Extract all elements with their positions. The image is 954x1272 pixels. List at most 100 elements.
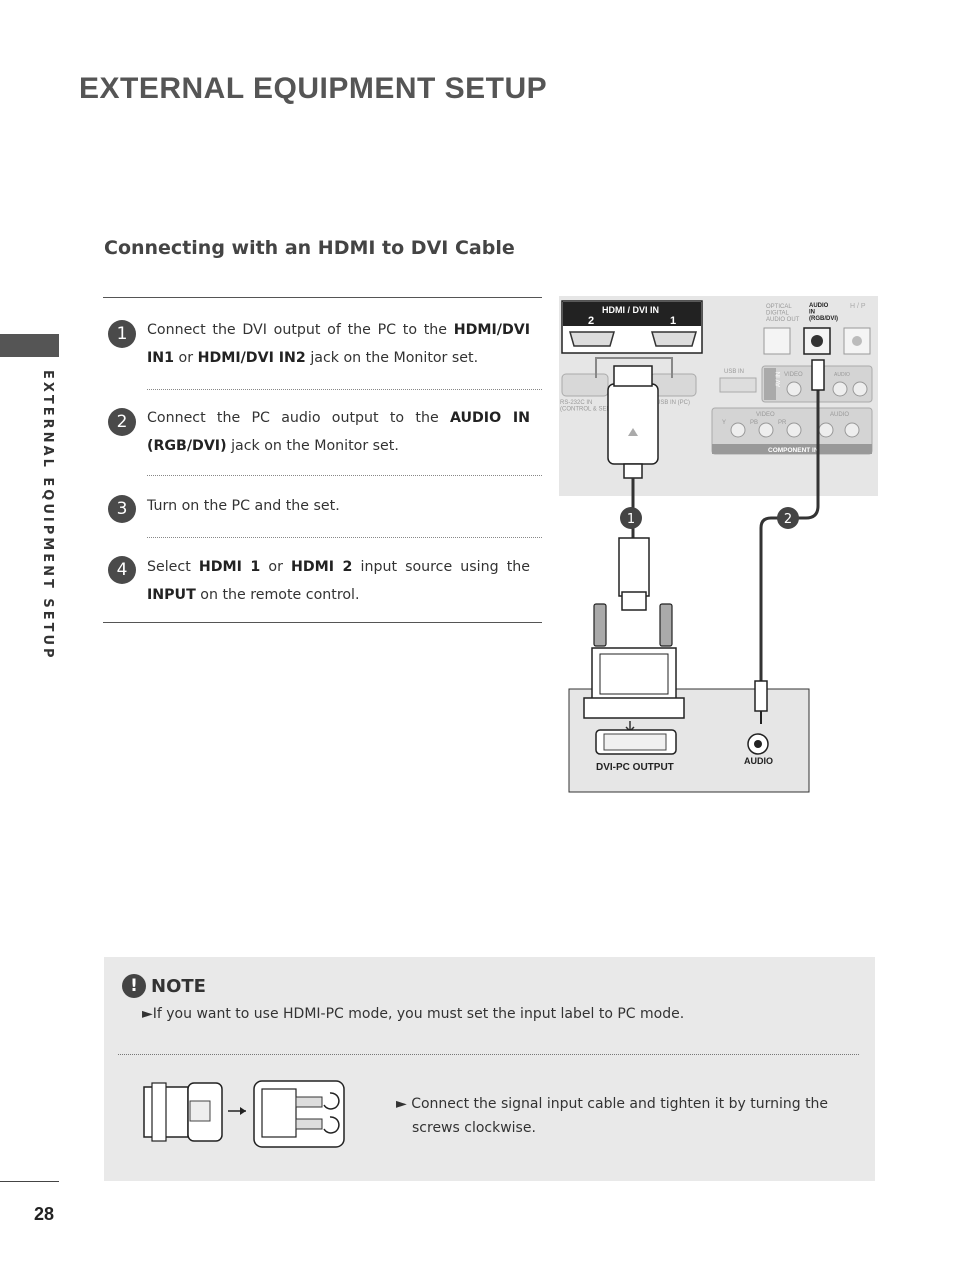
component-video-label: VIDEO <box>756 412 775 418</box>
component-pb-label: PB <box>750 420 758 426</box>
hdmi-plug-arrow <box>628 428 638 436</box>
optical-audio-jack <box>763 327 791 355</box>
step-4-text: Select HDMI 1 or HDMI 2 input source usi… <box>147 553 530 609</box>
note-text-1: ►If you want to use HDMI-PC mode, you mu… <box>142 1006 685 1022</box>
step-keyword: HDMI/DVI IN1 <box>147 322 530 366</box>
rs232c-label: RS-232C IN(CONTROL & SERVICE) <box>560 400 627 413</box>
hdmi-plug-tip <box>613 365 653 387</box>
av-video-jack <box>786 381 802 397</box>
component-pr-label: PR <box>778 420 787 426</box>
audio-plug-top <box>811 359 825 391</box>
step-keyword: HDMI/DVI IN2 <box>197 350 306 366</box>
av-audio-l-jack <box>832 381 848 397</box>
side-tab-marker <box>0 334 59 357</box>
component-y-label: Y <box>722 420 726 426</box>
step-keyword: AUDIO IN (RGB/DVI) <box>147 410 530 454</box>
headphone-jack <box>843 327 871 355</box>
exclamation-icon: ! <box>122 974 146 998</box>
step-text-span: or <box>174 350 198 366</box>
step-text-span: Connect the PC audio output to the <box>147 410 450 426</box>
callout-2-number: 2 <box>784 512 792 527</box>
steps-list: 1 Connect the DVI output of the PC to th… <box>103 297 542 623</box>
step-keyword: INPUT <box>147 587 196 603</box>
audio-in-socket <box>811 335 823 347</box>
step-text-span: input source using the <box>352 559 530 575</box>
step-divider <box>147 475 542 476</box>
component-in-label: COMPONENT IN <box>768 447 819 454</box>
av-video-label: VIDEO <box>784 372 803 378</box>
av-in-label: AV IN <box>776 372 782 387</box>
dvi-plug-flange <box>583 697 685 719</box>
rs232c-port <box>561 373 609 397</box>
dvi-plug-face <box>599 653 669 695</box>
dvi-screw-left <box>593 603 607 647</box>
step-text-span: on the remote control. <box>195 587 360 603</box>
audio-plug-pc <box>754 680 768 712</box>
footer-rule <box>0 1181 59 1182</box>
av-in-tag <box>764 368 776 400</box>
component-pb-jack <box>758 422 774 438</box>
component-audio-l-jack <box>818 422 834 438</box>
dvi-cable-neck <box>621 591 647 611</box>
page-title: EXTERNAL EQUIPMENT SETUP <box>79 72 548 105</box>
step-divider <box>147 537 542 538</box>
step-text-span: or <box>260 559 291 575</box>
hdmi-port-1-label: 1 <box>670 315 676 327</box>
component-audio-label: AUDIO <box>830 412 849 418</box>
av-audio-r-jack <box>852 381 868 397</box>
step-number-3: 3 <box>108 495 136 523</box>
section-title: Connecting with an HDMI to DVI Cable <box>104 237 515 259</box>
step-text-span: Select <box>147 559 199 575</box>
pc-audio-socket <box>754 740 762 748</box>
side-section-label: EXTERNAL EQUIPMENT SETUP <box>40 370 55 661</box>
component-in-bar <box>712 444 872 454</box>
dvi-pc-output-label: DVI-PC OUTPUT <box>596 762 674 773</box>
step-keyword: HDMI 2 <box>290 559 353 575</box>
pc-audio-label: AUDIO <box>744 756 773 766</box>
step-number-1: 1 <box>108 320 136 348</box>
usb-in-pc-label: USB IN (PC) <box>656 400 690 406</box>
note-divider <box>118 1054 859 1055</box>
step-divider <box>147 389 542 390</box>
step-text-span: jack on the Monitor set. <box>305 350 479 366</box>
step-text-span: jack on the Monitor set. <box>226 438 399 454</box>
hdmi-port-2 <box>569 331 615 347</box>
av-audio-label: AUDIO <box>834 372 850 378</box>
usb-in-port <box>719 377 757 393</box>
hdmi-plug <box>607 383 659 465</box>
page-number: 28 <box>34 1204 55 1224</box>
note-box: ! NOTE ►If you want to use HDMI-PC mode,… <box>104 957 875 1181</box>
hdmi-label-bar <box>563 302 701 326</box>
callout-2 <box>777 507 799 529</box>
hdmi-port-2-label: 2 <box>588 315 594 327</box>
step-keyword: HDMI 1 <box>198 559 261 575</box>
hdmi-dvi-in-label: HDMI / DVI IN <box>602 305 659 315</box>
component-y-jack <box>730 422 746 438</box>
headphone-socket <box>852 336 862 346</box>
step-number-2: 2 <box>108 408 136 436</box>
component-pr-jack <box>786 422 802 438</box>
note-header: ! NOTE <box>122 974 206 998</box>
hdmi-port-1 <box>651 331 697 347</box>
note-title: NOTE <box>151 975 206 997</box>
step-1-text: Connect the DVI output of the PC to the … <box>147 316 530 372</box>
note-text-2: ► Connect the signal input cable and tig… <box>396 1096 829 1136</box>
step-text-span: Turn on the PC and the set. <box>147 498 340 514</box>
component-audio-r-jack <box>844 422 860 438</box>
step-3-text: Turn on the PC and the set. <box>147 492 530 520</box>
hdmi-plug-collar <box>623 463 643 479</box>
step-number-4: 4 <box>108 556 136 584</box>
usb-in-label: USB IN <box>724 369 744 375</box>
port-choice-arrows <box>595 357 673 378</box>
dvi-screw-right <box>659 603 673 647</box>
step-2-text: Connect the PC audio output to the AUDIO… <box>147 404 530 460</box>
headphone-label: H / P <box>850 303 866 310</box>
callout-1-number: 1 <box>627 512 635 527</box>
callout-1 <box>620 507 642 529</box>
dvi-cable-boot <box>618 537 650 597</box>
screw-tighten-illustration <box>143 1080 345 1148</box>
dvi-pc-port-pins <box>603 733 667 751</box>
step-text-span: Connect the DVI output of the PC to the <box>147 322 454 338</box>
